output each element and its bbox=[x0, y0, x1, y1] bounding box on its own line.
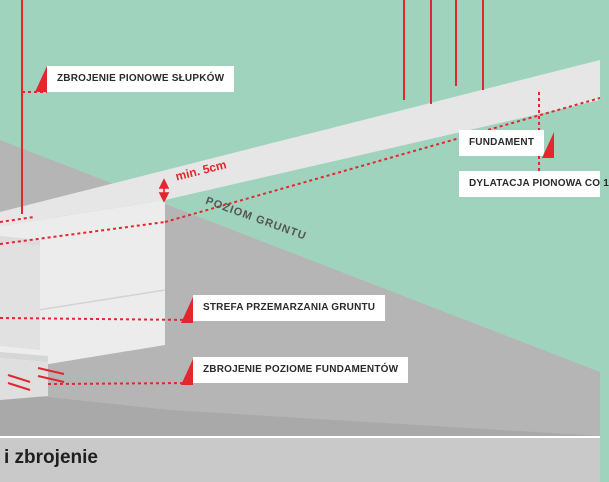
footing-front bbox=[0, 358, 48, 400]
caption-band bbox=[0, 436, 600, 482]
marker-vertical-rebar bbox=[35, 66, 47, 92]
marker-horizontal-rebar bbox=[181, 359, 193, 385]
marker-foundation bbox=[542, 132, 554, 158]
guide-lines bbox=[0, 91, 601, 385]
horizontal-rebars bbox=[7, 367, 65, 391]
marker-frost-zone bbox=[181, 297, 193, 323]
label-vertical-rebar: ZBROJENIE PIONOWE SŁUPKÓW bbox=[47, 66, 235, 92]
label-frost-zone: STREFA PRZEMARZANIA GRUNTU bbox=[193, 295, 386, 321]
min-cover-dimension bbox=[158, 178, 170, 203]
label-horizontal-rebar: ZBROJENIE POZIOME FUNDAMENTÓW bbox=[193, 357, 409, 383]
footing-top bbox=[0, 352, 48, 362]
foundation-front bbox=[0, 200, 165, 372]
caption-text: i zbrojenie bbox=[4, 447, 98, 468]
label-expansion-joint: DYLATACJA PIONOWA CO 1 bbox=[459, 171, 609, 197]
block-front bbox=[0, 242, 40, 350]
label-foundation: FUNDAMENT bbox=[459, 130, 545, 156]
foundation-top bbox=[0, 60, 600, 226]
vertical-rebars bbox=[21, 0, 484, 214]
trench-floor bbox=[0, 392, 600, 436]
